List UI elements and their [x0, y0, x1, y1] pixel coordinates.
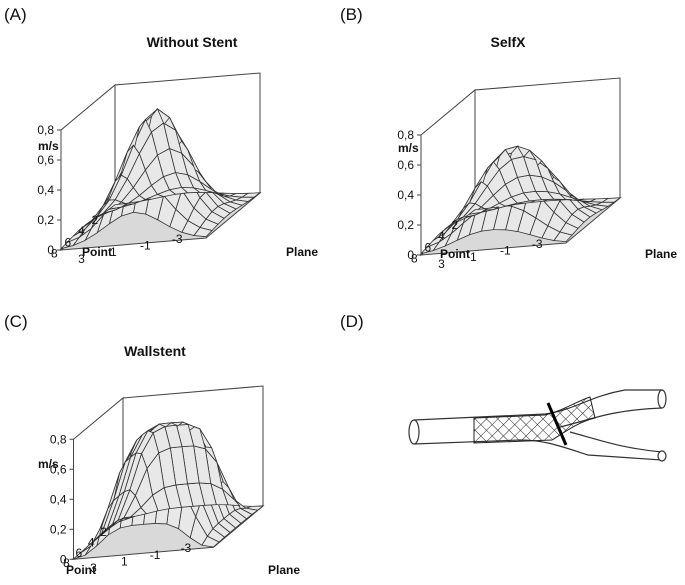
plane-tick-label: -3	[172, 232, 183, 246]
plane-tick-label: -3	[181, 541, 192, 555]
panel-letter-a: (A)	[4, 5, 27, 24]
chart-title-b: SelfX	[490, 34, 526, 50]
z-tick-label: 0,4	[50, 492, 67, 506]
plane-tick-label: -3	[532, 237, 543, 251]
point-axis-label: Point	[82, 245, 112, 259]
measurement-plane-marker	[546, 402, 568, 446]
upper-branch-outlet	[657, 389, 667, 409]
plane-axis-label: Plane	[645, 247, 677, 261]
lower-branch-outlet	[657, 450, 667, 462]
plane-tick-label: -1	[150, 548, 161, 562]
plane-tick-label: -1	[140, 239, 151, 253]
panel-letter-b: (B)	[340, 5, 363, 24]
z-tick-label: 0,6	[37, 153, 54, 167]
point-tick-label: 4	[438, 229, 445, 243]
plane-tick-label: 3	[78, 252, 85, 266]
z-tick-label: 0,6	[397, 158, 414, 172]
point-tick-label: 4	[78, 224, 85, 238]
z-axis-label: m/s	[398, 141, 419, 155]
surface-mesh	[59, 107, 262, 250]
panel-letter-c: (C)	[4, 312, 28, 331]
z-tick-label: 0,8	[37, 123, 54, 137]
point-tick-label: 8	[411, 252, 418, 266]
stent-mesh	[473, 396, 596, 444]
plane-tick-label: 1	[470, 250, 477, 264]
plane-tick-label: 1	[121, 554, 128, 568]
chart-title-a: Without Stent	[146, 34, 238, 50]
vessel-inlet-end	[408, 419, 420, 445]
plane-tick-label: -1	[500, 244, 511, 258]
z-axis-label: m/s	[38, 139, 59, 153]
z-tick-label: 0,2	[397, 218, 414, 232]
z-tick-label: 0,4	[397, 188, 414, 202]
point-axis-label: Point	[440, 247, 470, 261]
point-tick-label: 4	[88, 536, 95, 550]
z-tick-label: 0,6	[50, 462, 67, 476]
z-tick-label: 0,4	[37, 183, 54, 197]
panel-letter-d: (D)	[340, 312, 364, 331]
vessel-stent-diagram	[408, 389, 667, 462]
point-axis-label: Point	[66, 563, 96, 577]
point-tick-label: 8	[51, 247, 58, 261]
plane-axis-label: Plane	[268, 563, 300, 577]
plane-tick-label: 3	[90, 561, 97, 575]
point-tick-label: 2	[100, 525, 107, 539]
plane-tick-label: 1	[110, 245, 117, 259]
branch-lower-inner-wall	[569, 431, 663, 453]
surface-mesh	[419, 145, 622, 255]
z-tick-label: 0	[407, 248, 414, 262]
z-tick-label: 0,8	[50, 432, 67, 446]
point-tick-label: 8	[63, 556, 70, 570]
z-tick-label: 0,2	[50, 522, 67, 536]
z-tick-label: 0	[60, 552, 67, 566]
z-tick-label: 0,2	[37, 213, 54, 227]
chart-title-c: Wallstent	[124, 343, 186, 359]
plane-tick-label: 3	[438, 257, 445, 271]
plane-axis-label: Plane	[286, 245, 318, 259]
point-tick-label: 2	[92, 213, 99, 227]
z-tick-label: 0,8	[397, 128, 414, 142]
z-axis-label: m/s	[38, 457, 59, 471]
surface-mesh	[73, 421, 265, 560]
point-tick-label: 6	[65, 235, 72, 249]
point-tick-label: 6	[425, 240, 432, 254]
vessel-lower-wall	[413, 439, 663, 461]
z-tick-label: 0	[47, 243, 54, 257]
point-tick-label: 6	[75, 546, 82, 560]
point-tick-label: 2	[452, 218, 459, 232]
